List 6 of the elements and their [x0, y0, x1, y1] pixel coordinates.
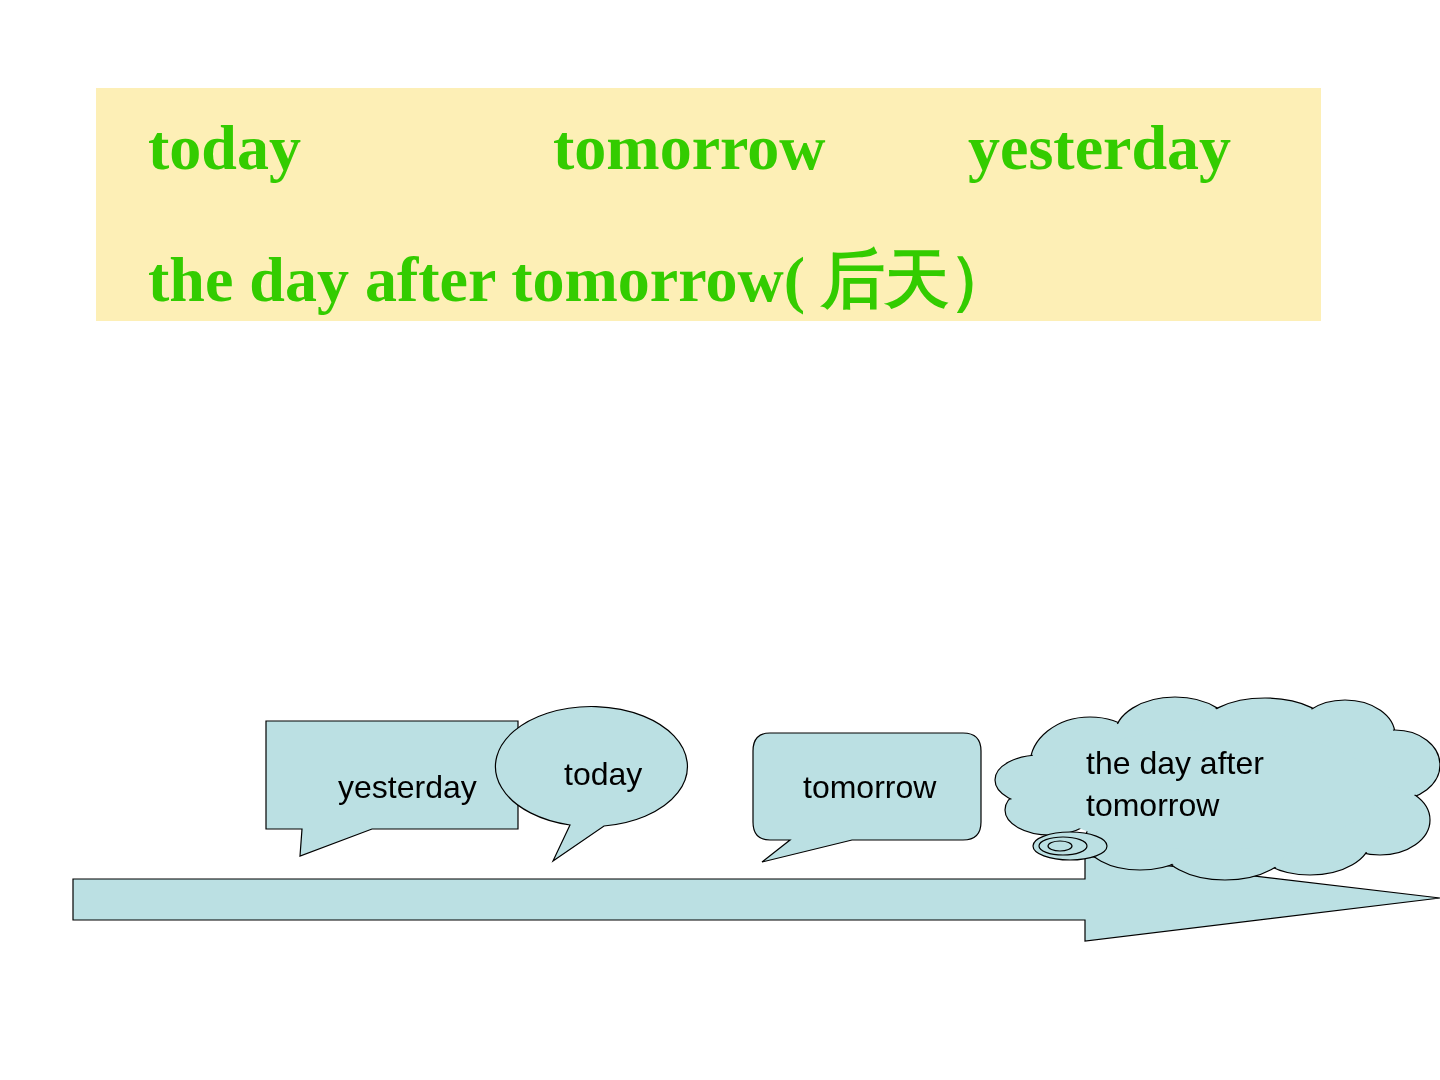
bubble-text: the day after tomorrow — [1086, 744, 1265, 825]
word-band — [96, 88, 1321, 321]
bubble-text: today — [564, 755, 644, 794]
bubble-text: yesterday — [338, 768, 478, 807]
vocabulary-word: tomorrow — [553, 116, 826, 180]
bubble-text: tomorrow — [803, 768, 938, 807]
